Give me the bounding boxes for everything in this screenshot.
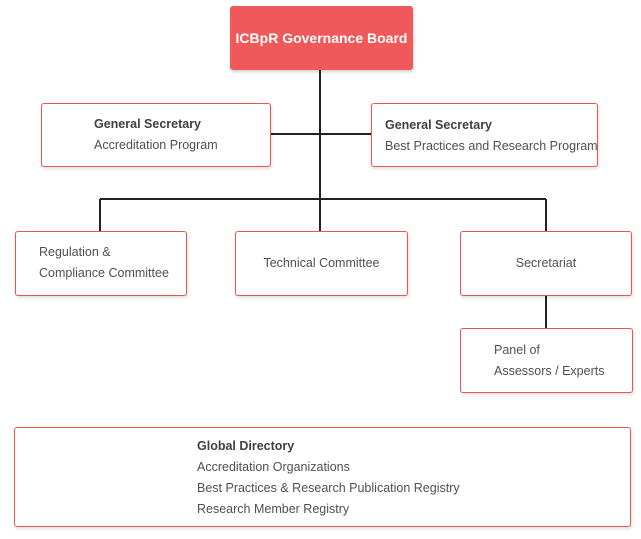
governance-board-node: ICBpR Governance Board [230,6,413,70]
technical-committee-label: Technical Committee [263,256,380,270]
secretariat-node: Secretariat [460,231,632,296]
secretariat-label: Secretariat [515,256,577,270]
global-directory-node: Global Directory Accreditation Organizat… [14,427,631,527]
panel-line2: Assessors / Experts [494,364,605,378]
directory-item: Research Member Registry [197,502,350,516]
regulation-committee-line2: Compliance Committee [39,266,169,280]
technical-committee-node: Technical Committee [235,231,408,296]
directory-item: Accreditation Organizations [197,460,350,474]
directory-item: Best Practices & Research Publication Re… [197,481,460,495]
regulation-committee-line1: Regulation & [39,245,111,259]
general-secretary-accreditation-subtitle: Accreditation Program [94,138,218,152]
governance-board-title: ICBpR Governance Board [235,30,408,46]
general-secretary-accreditation-title: General Secretary [94,117,202,131]
general-secretary-research-subtitle: Best Practices and Research Program [385,139,598,153]
panel-of-assessors-node: Panel of Assessors / Experts [460,328,633,393]
general-secretary-research-node: General Secretary Best Practices and Res… [371,103,598,167]
general-secretary-accreditation-node: General Secretary Accreditation Program [41,103,271,167]
panel-line1: Panel of [494,343,540,357]
general-secretary-research-title: General Secretary [385,118,493,132]
global-directory-title: Global Directory [197,439,295,453]
regulation-compliance-committee-node: Regulation & Compliance Committee [15,231,187,296]
